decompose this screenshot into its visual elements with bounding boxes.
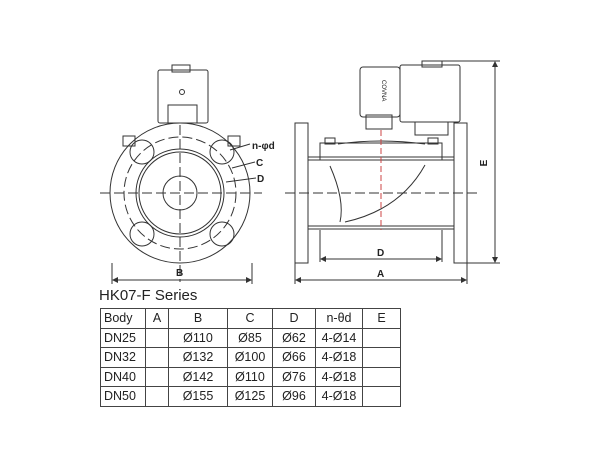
table-cell bbox=[362, 327, 401, 348]
header-cell: D bbox=[272, 308, 316, 329]
bolt-hole bbox=[129, 139, 155, 165]
table-cell bbox=[145, 347, 169, 368]
table-cell bbox=[362, 366, 401, 387]
label-n-phi-d: n-φd bbox=[252, 141, 275, 152]
label-C: C bbox=[256, 158, 263, 169]
table-row: DN50 Ø155 Ø125 Ø96 4-Ø18 bbox=[100, 386, 401, 407]
header-cell: Body bbox=[100, 308, 146, 329]
table-cell: Ø110 bbox=[168, 327, 228, 348]
table-cell: 4-Ø18 bbox=[315, 347, 363, 368]
label-A: A bbox=[377, 269, 384, 280]
dimension-table: Body A B C D n-θd E DN25 Ø110 Ø85 Ø62 4-… bbox=[100, 308, 401, 407]
bolt-head bbox=[122, 135, 136, 147]
table-cell: Ø155 bbox=[168, 386, 228, 407]
table-cell bbox=[145, 386, 169, 407]
header-cell: A bbox=[145, 308, 169, 329]
header-cell: B bbox=[168, 308, 228, 329]
header-cell: C bbox=[227, 308, 273, 329]
table-row: DN32 Ø132 Ø100 Ø66 4-Ø18 bbox=[100, 347, 401, 368]
bolt-hole bbox=[209, 139, 235, 165]
table-cell: DN25 bbox=[100, 327, 146, 348]
front-view bbox=[100, 64, 262, 284]
table-cell bbox=[362, 386, 401, 407]
table-cell: DN40 bbox=[100, 366, 146, 387]
label-D: D bbox=[257, 174, 264, 185]
table-row: DN25 Ø110 Ø85 Ø62 4-Ø14 bbox=[100, 327, 401, 348]
connector-stem bbox=[365, 114, 393, 130]
table-cell: Ø142 bbox=[168, 366, 228, 387]
bolt-hole bbox=[209, 221, 235, 247]
table-title: HK07-F Series bbox=[99, 287, 198, 304]
table-cell bbox=[145, 327, 169, 348]
table-cell: 4-Ø18 bbox=[315, 366, 363, 387]
table-row: DN40 Ø142 Ø110 Ø76 4-Ø18 bbox=[100, 366, 401, 387]
top-nut bbox=[171, 64, 191, 73]
lower-nut bbox=[414, 121, 449, 136]
screw-icon bbox=[179, 89, 185, 95]
connector bbox=[359, 66, 401, 118]
label-D-side: D bbox=[377, 248, 384, 259]
table-cell: 4-Ø18 bbox=[315, 386, 363, 407]
table-cell: Ø132 bbox=[168, 347, 228, 368]
table-cell: Ø125 bbox=[227, 386, 273, 407]
table-cell: DN50 bbox=[100, 386, 146, 407]
table-cell: 4-Ø14 bbox=[315, 327, 363, 348]
brand-logo: COVNA bbox=[380, 80, 386, 101]
table-header-row: Body A B C D n-θd E bbox=[100, 308, 401, 329]
bolt-head bbox=[227, 135, 241, 147]
table-cell: DN32 bbox=[100, 347, 146, 368]
table-cell: Ø76 bbox=[272, 366, 316, 387]
label-E: E bbox=[479, 159, 490, 166]
table-cell: Ø66 bbox=[272, 347, 316, 368]
table-cell bbox=[362, 347, 401, 368]
label-B: B bbox=[176, 268, 183, 279]
top-nut bbox=[421, 60, 443, 68]
table-cell bbox=[145, 366, 169, 387]
header-cell: E bbox=[362, 308, 401, 329]
header-cell: n-θd bbox=[315, 308, 363, 329]
table-cell: Ø110 bbox=[227, 366, 273, 387]
side-view bbox=[285, 60, 500, 284]
solenoid-coil bbox=[157, 69, 209, 124]
solenoid-stem bbox=[167, 104, 198, 124]
table-cell: Ø100 bbox=[227, 347, 273, 368]
table-cell: Ø62 bbox=[272, 327, 316, 348]
table-cell: Ø85 bbox=[227, 327, 273, 348]
valve-drawing: n-φd C D B D A E COVNA bbox=[100, 60, 500, 284]
table-cell: Ø96 bbox=[272, 386, 316, 407]
solenoid-coil bbox=[399, 64, 461, 123]
bolt-hole bbox=[129, 221, 155, 247]
